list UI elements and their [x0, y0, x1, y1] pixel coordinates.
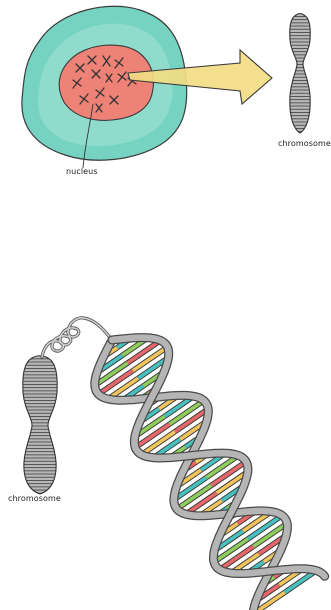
chromosome-top-label: chromosome [278, 139, 331, 148]
base-pair [206, 456, 238, 478]
chromosome-bottom-body [23, 356, 57, 494]
nucleus-label: nucleus [66, 167, 98, 176]
chromosome-top [290, 14, 311, 134]
chromosome-bottom [23, 318, 112, 494]
chromosome-top-body [290, 14, 311, 134]
dna-double-helix [95, 338, 325, 610]
cell [22, 6, 187, 168]
base-pair [128, 340, 161, 362]
chromosome-bottom-label: chromosome [8, 494, 61, 503]
nucleus [59, 45, 153, 120]
